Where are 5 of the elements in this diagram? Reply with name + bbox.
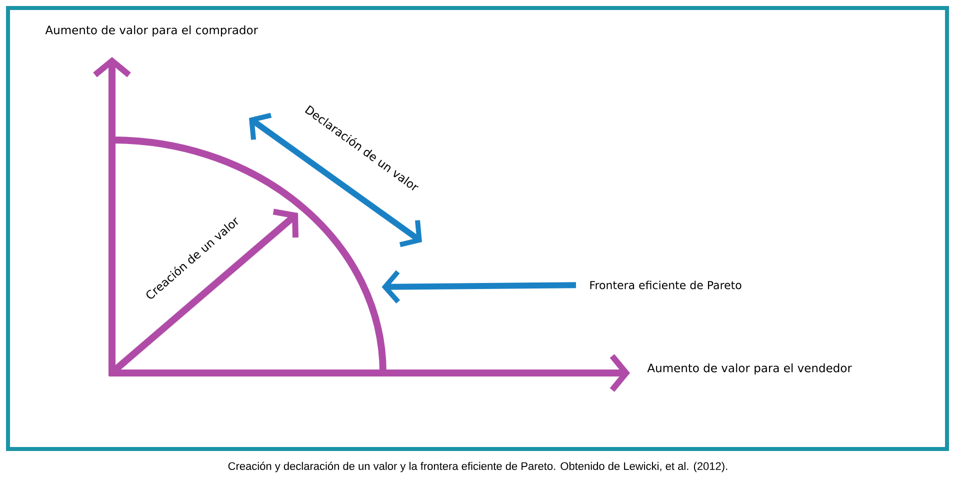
leader-arrow: [382, 270, 576, 304]
axis-label: Aumento de valor para el comprador: [45, 25, 258, 37]
axis-label: Aumento de valor para el vendedor: [647, 363, 852, 375]
caption: Creación y declaración de un valor y la frontera eficiente de Pareto. Obtenido de Lewicki, et al. (2012).: [228, 462, 728, 472]
label-text: Frontera eficiente de Pareto: [590, 280, 742, 290]
